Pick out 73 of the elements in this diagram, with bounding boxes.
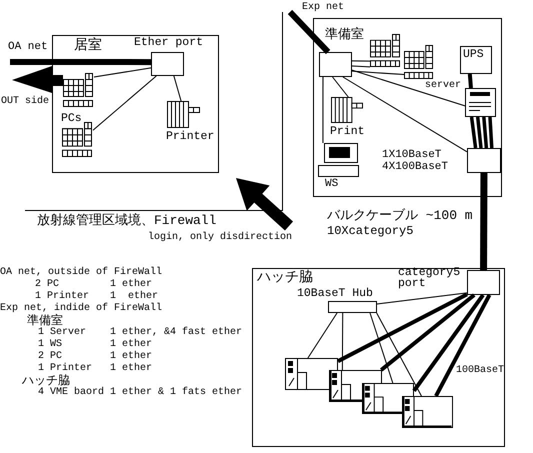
table-cell: 1 Server bbox=[38, 327, 86, 339]
cable-label: バルクケーブル ~100 m bbox=[327, 208, 473, 224]
cable-label: 1X10BaseT bbox=[382, 149, 442, 162]
cable-line bbox=[352, 70, 466, 106]
table-cell: 1 ether bbox=[110, 363, 152, 375]
table-heading: ハッチ脇 bbox=[22, 374, 70, 388]
group-label: PCs bbox=[61, 112, 82, 126]
hub-label: 10BaseT Hub bbox=[297, 287, 373, 300]
net-label: OA net bbox=[8, 41, 48, 54]
cable-line bbox=[352, 70, 404, 76]
table-cell-text: 1 Printer bbox=[38, 363, 92, 374]
hub-box bbox=[319, 52, 352, 77]
thick-cable-line bbox=[476, 116, 483, 148]
table-cell-text: 1 ether bbox=[110, 291, 158, 302]
server-label: server bbox=[425, 80, 462, 92]
direction-label: OUT side bbox=[1, 96, 50, 108]
table-heading: 準備室 bbox=[27, 314, 63, 328]
cable-label: 4X100BaseT bbox=[382, 161, 448, 174]
printer-label: Print bbox=[330, 125, 365, 138]
ups-label: UPS bbox=[463, 48, 484, 62]
cable-line bbox=[307, 312, 338, 358]
table-cell-text: 1 ether, &4 fast ether bbox=[110, 327, 242, 338]
cable-line bbox=[352, 66, 370, 68]
table-heading: Exp net, indide of FireWall bbox=[0, 303, 162, 314]
cable-line bbox=[376, 312, 422, 396]
patch-panel-box bbox=[467, 148, 501, 173]
room-area bbox=[52, 35, 219, 173]
port-label: category5 port bbox=[398, 267, 462, 289]
room-area bbox=[252, 268, 505, 447]
thick-cable-line bbox=[470, 116, 478, 148]
cable-line bbox=[342, 76, 468, 152]
ups-box bbox=[460, 46, 492, 74]
thick-cable-line bbox=[380, 293, 476, 372]
table-heading: OA net, outside of FireWall bbox=[0, 267, 162, 278]
workstation-label: WS bbox=[325, 178, 338, 191]
thick-cable-line bbox=[434, 294, 492, 397]
cable-line bbox=[322, 76, 324, 144]
cable-line bbox=[370, 312, 394, 384]
cable-label: 100BaseT bbox=[456, 365, 504, 377]
room-title: 準備室 bbox=[325, 28, 364, 43]
thick-cable-line bbox=[10, 59, 151, 66]
room-area bbox=[313, 18, 502, 197]
boundary-label: 放射線管理区域境、Firewall bbox=[37, 213, 216, 229]
thick-cable-line bbox=[468, 74, 473, 88]
table-cell: 4 VME baord bbox=[38, 387, 104, 399]
table-cell-text: 1 ether bbox=[110, 339, 152, 350]
port-label: Ether port bbox=[134, 36, 204, 50]
net-label: Exp net bbox=[302, 2, 344, 14]
thick-cable-line bbox=[482, 116, 488, 148]
table-cell: 1 ether & 1 fats ether bbox=[110, 387, 242, 399]
table-cell-text: 2 PC bbox=[38, 351, 62, 362]
cable-line bbox=[342, 312, 344, 370]
cable-line bbox=[376, 292, 468, 304]
note-text: login, only disdirection bbox=[148, 232, 292, 244]
table-cell-text: 1 ether bbox=[110, 351, 152, 362]
cable-line bbox=[94, 67, 152, 78]
thick-cable-line bbox=[488, 116, 494, 148]
table-cell: 1 WS bbox=[38, 339, 62, 351]
room-title: 居室 bbox=[74, 38, 102, 54]
thick-cable-line bbox=[337, 292, 468, 363]
room-title: ハッチ脇 bbox=[257, 270, 313, 286]
cable-line bbox=[332, 76, 349, 98]
thick-cable-line bbox=[480, 172, 488, 270]
thick-cable-line bbox=[412, 294, 485, 392]
table-cell-text: 1 Printer bbox=[35, 291, 90, 302]
cable-line bbox=[352, 60, 370, 62]
cable-label: 10Xcategory5 bbox=[327, 224, 414, 238]
cable-line bbox=[92, 76, 157, 131]
table-cell-text: 2 PC bbox=[35, 279, 60, 290]
table-cell-text: 1 ether bbox=[110, 279, 152, 290]
printer-label: Printer bbox=[166, 130, 214, 144]
thick-cable-line bbox=[288, 10, 330, 54]
cable-line bbox=[173, 76, 182, 102]
